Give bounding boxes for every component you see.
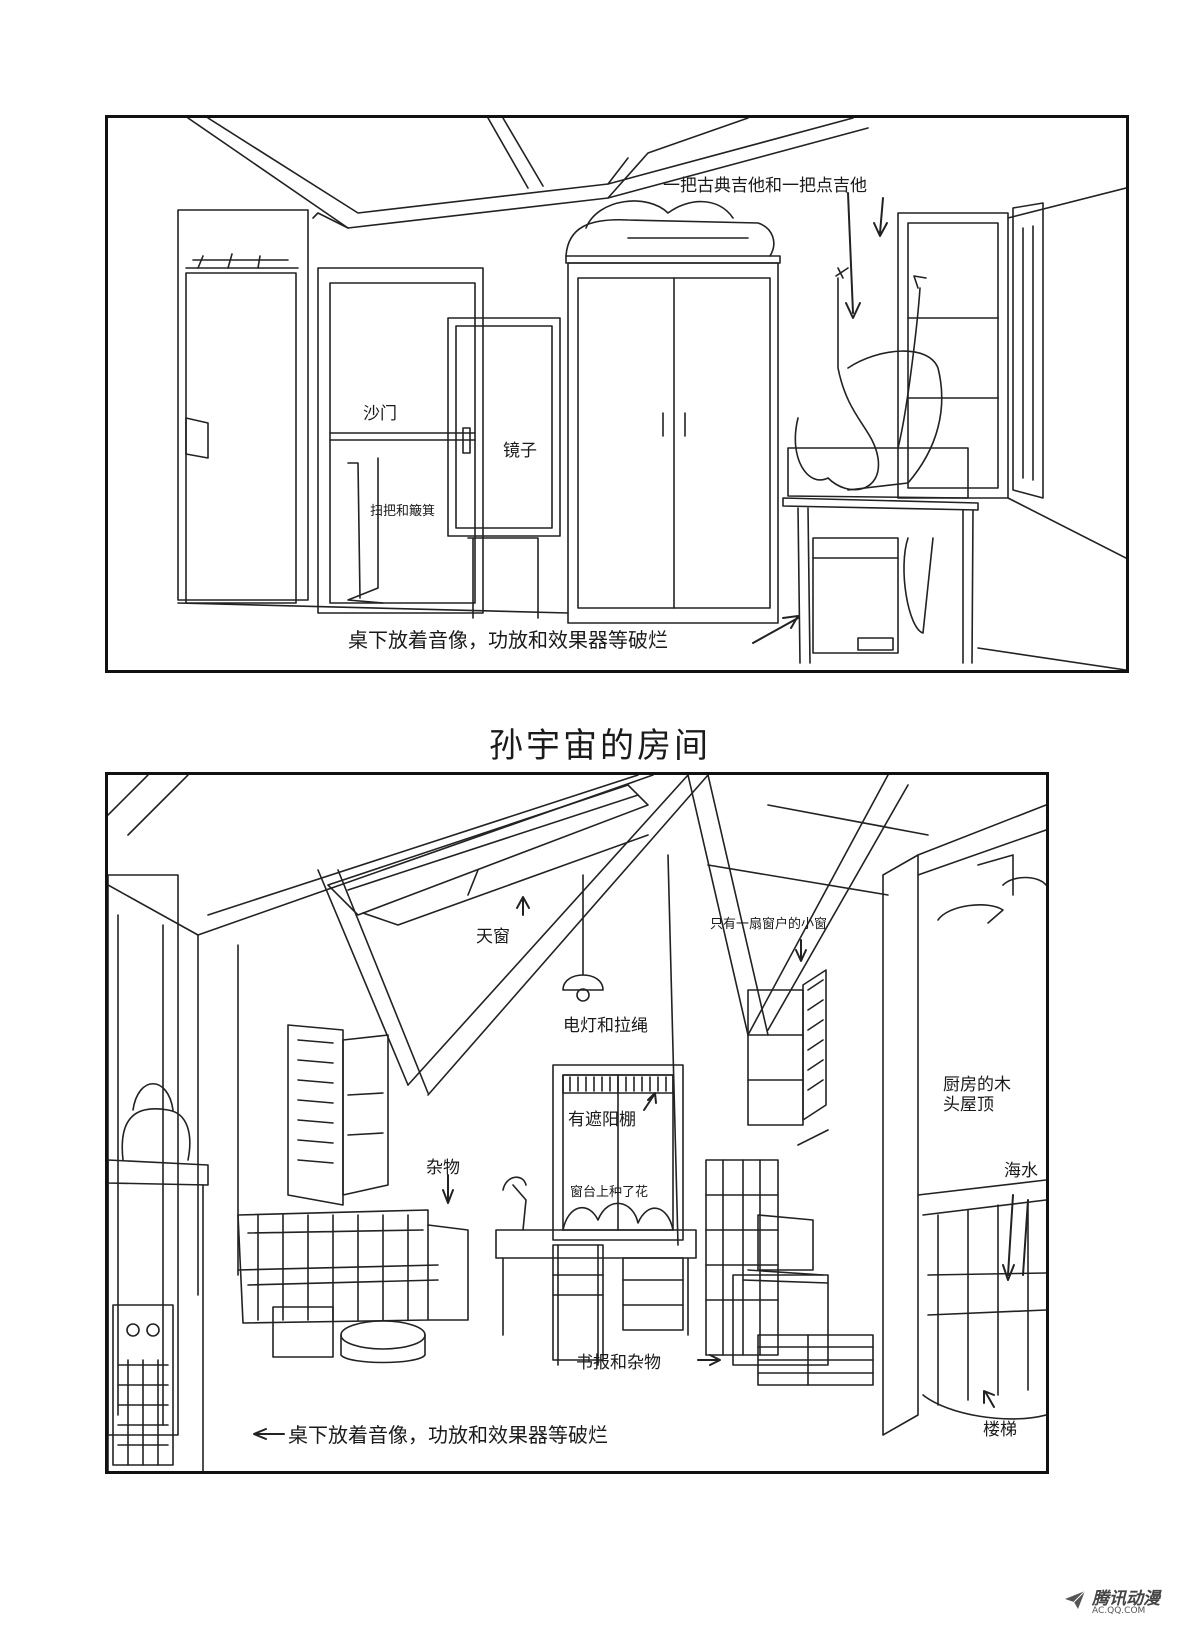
label-mirror: 镜子 [503, 441, 537, 461]
label-seawater: 海水 [1004, 1161, 1038, 1181]
label-stairs: 楼梯 [983, 1420, 1017, 1440]
paper-plane-icon [1065, 1590, 1086, 1609]
watermark: 腾讯动漫 AC.QQ.COM [1064, 1584, 1160, 1616]
bottom-panel: 天窗 只有一扇窗户的小窗 电灯和拉绳 有遮阳棚 杂物 窗台上种了花 厨房的木头屋… [105, 772, 1049, 1474]
bottom-panel-drawing [108, 775, 1046, 1471]
label-sundries: 杂物 [426, 1158, 460, 1178]
label-under-desk-top: 桌下放着音像，功放和效果器等破烂 [348, 628, 668, 652]
label-flowers: 窗台上种了花 [570, 1185, 649, 1200]
label-awning: 有遮阳棚 [568, 1110, 636, 1130]
label-lamp: 电灯和拉绳 [563, 1016, 648, 1036]
label-under-desk-bottom: 桌下放着音像，功放和效果器等破烂 [288, 1423, 608, 1447]
label-small-window: 只有一扇窗户的小窗 [710, 917, 828, 932]
label-guitars: 一把古典吉他和一把点吉他 [663, 176, 867, 196]
label-skylight: 天窗 [476, 927, 510, 947]
page-title: 孙宇宙的房间 [489, 726, 711, 766]
top-panel-drawing [177, 118, 1126, 670]
watermark-logo-text: 腾讯动漫 [1092, 1589, 1160, 1609]
watermark-url: AC.QQ.COM [1092, 1606, 1146, 1616]
label-books: 书报和杂物 [576, 1353, 661, 1373]
label-kitchen-roof: 厨房的木头屋顶 [943, 1075, 1011, 1116]
label-broom: 扫把和簸箕 [370, 504, 436, 519]
top-panel: 一把古典吉他和一把点吉他 沙门 镜子 扫把和簸箕 桌下放着音像，功放和效果器等破… [105, 115, 1129, 673]
label-screen-door: 沙门 [363, 404, 397, 424]
